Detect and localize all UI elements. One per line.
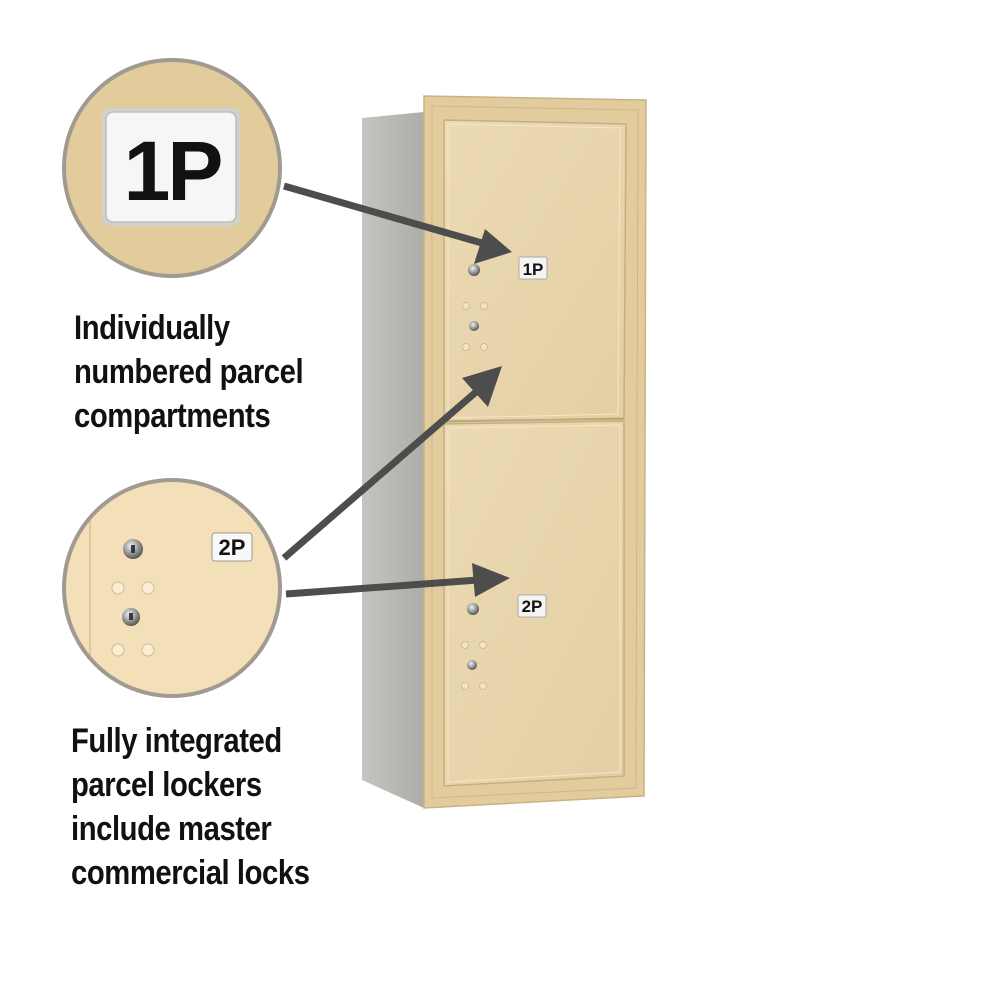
keyhole-lock-icon xyxy=(469,321,479,331)
caption-line: compartments xyxy=(74,397,271,435)
caption-line: include master xyxy=(71,810,272,848)
parcel-locker-unit: 1P 2P xyxy=(362,95,647,809)
caption-line: commercial locks xyxy=(71,854,310,892)
door-label-2p: 2P xyxy=(522,597,543,616)
caption-line: Fully integrated xyxy=(71,722,282,760)
caption-numbered-compartments: Individually numbered parcel compartment… xyxy=(74,306,304,438)
caption-line: Individually xyxy=(74,309,230,347)
door-1p: 1P xyxy=(443,119,627,423)
zoom-label-1p: 1P xyxy=(124,124,222,218)
door-2p: 2P xyxy=(443,420,625,787)
keyhole-lock-icon xyxy=(467,660,477,670)
caption-line: numbered parcel xyxy=(74,353,304,391)
keyhole-lock-icon xyxy=(468,264,480,276)
caption-integrated-lockers: Fully integrated parcel lockers include … xyxy=(71,719,310,895)
zoom-label-2p: 2P xyxy=(219,535,246,560)
rivet-dots xyxy=(111,581,155,657)
rivet-dots xyxy=(461,641,487,690)
pointer-arrow-icon xyxy=(285,563,510,598)
door-label-1p: 1P xyxy=(523,260,544,279)
rivet-dots xyxy=(462,302,488,351)
zoom-callout-number-plate: 1P xyxy=(62,58,282,278)
zoom-callout-locks: 2P xyxy=(62,478,282,698)
caption-line: parcel lockers xyxy=(71,766,262,804)
pointer-arrow-icon xyxy=(281,366,502,561)
pointer-arrow-icon xyxy=(283,182,512,264)
keyhole-lock-icon xyxy=(467,603,479,615)
